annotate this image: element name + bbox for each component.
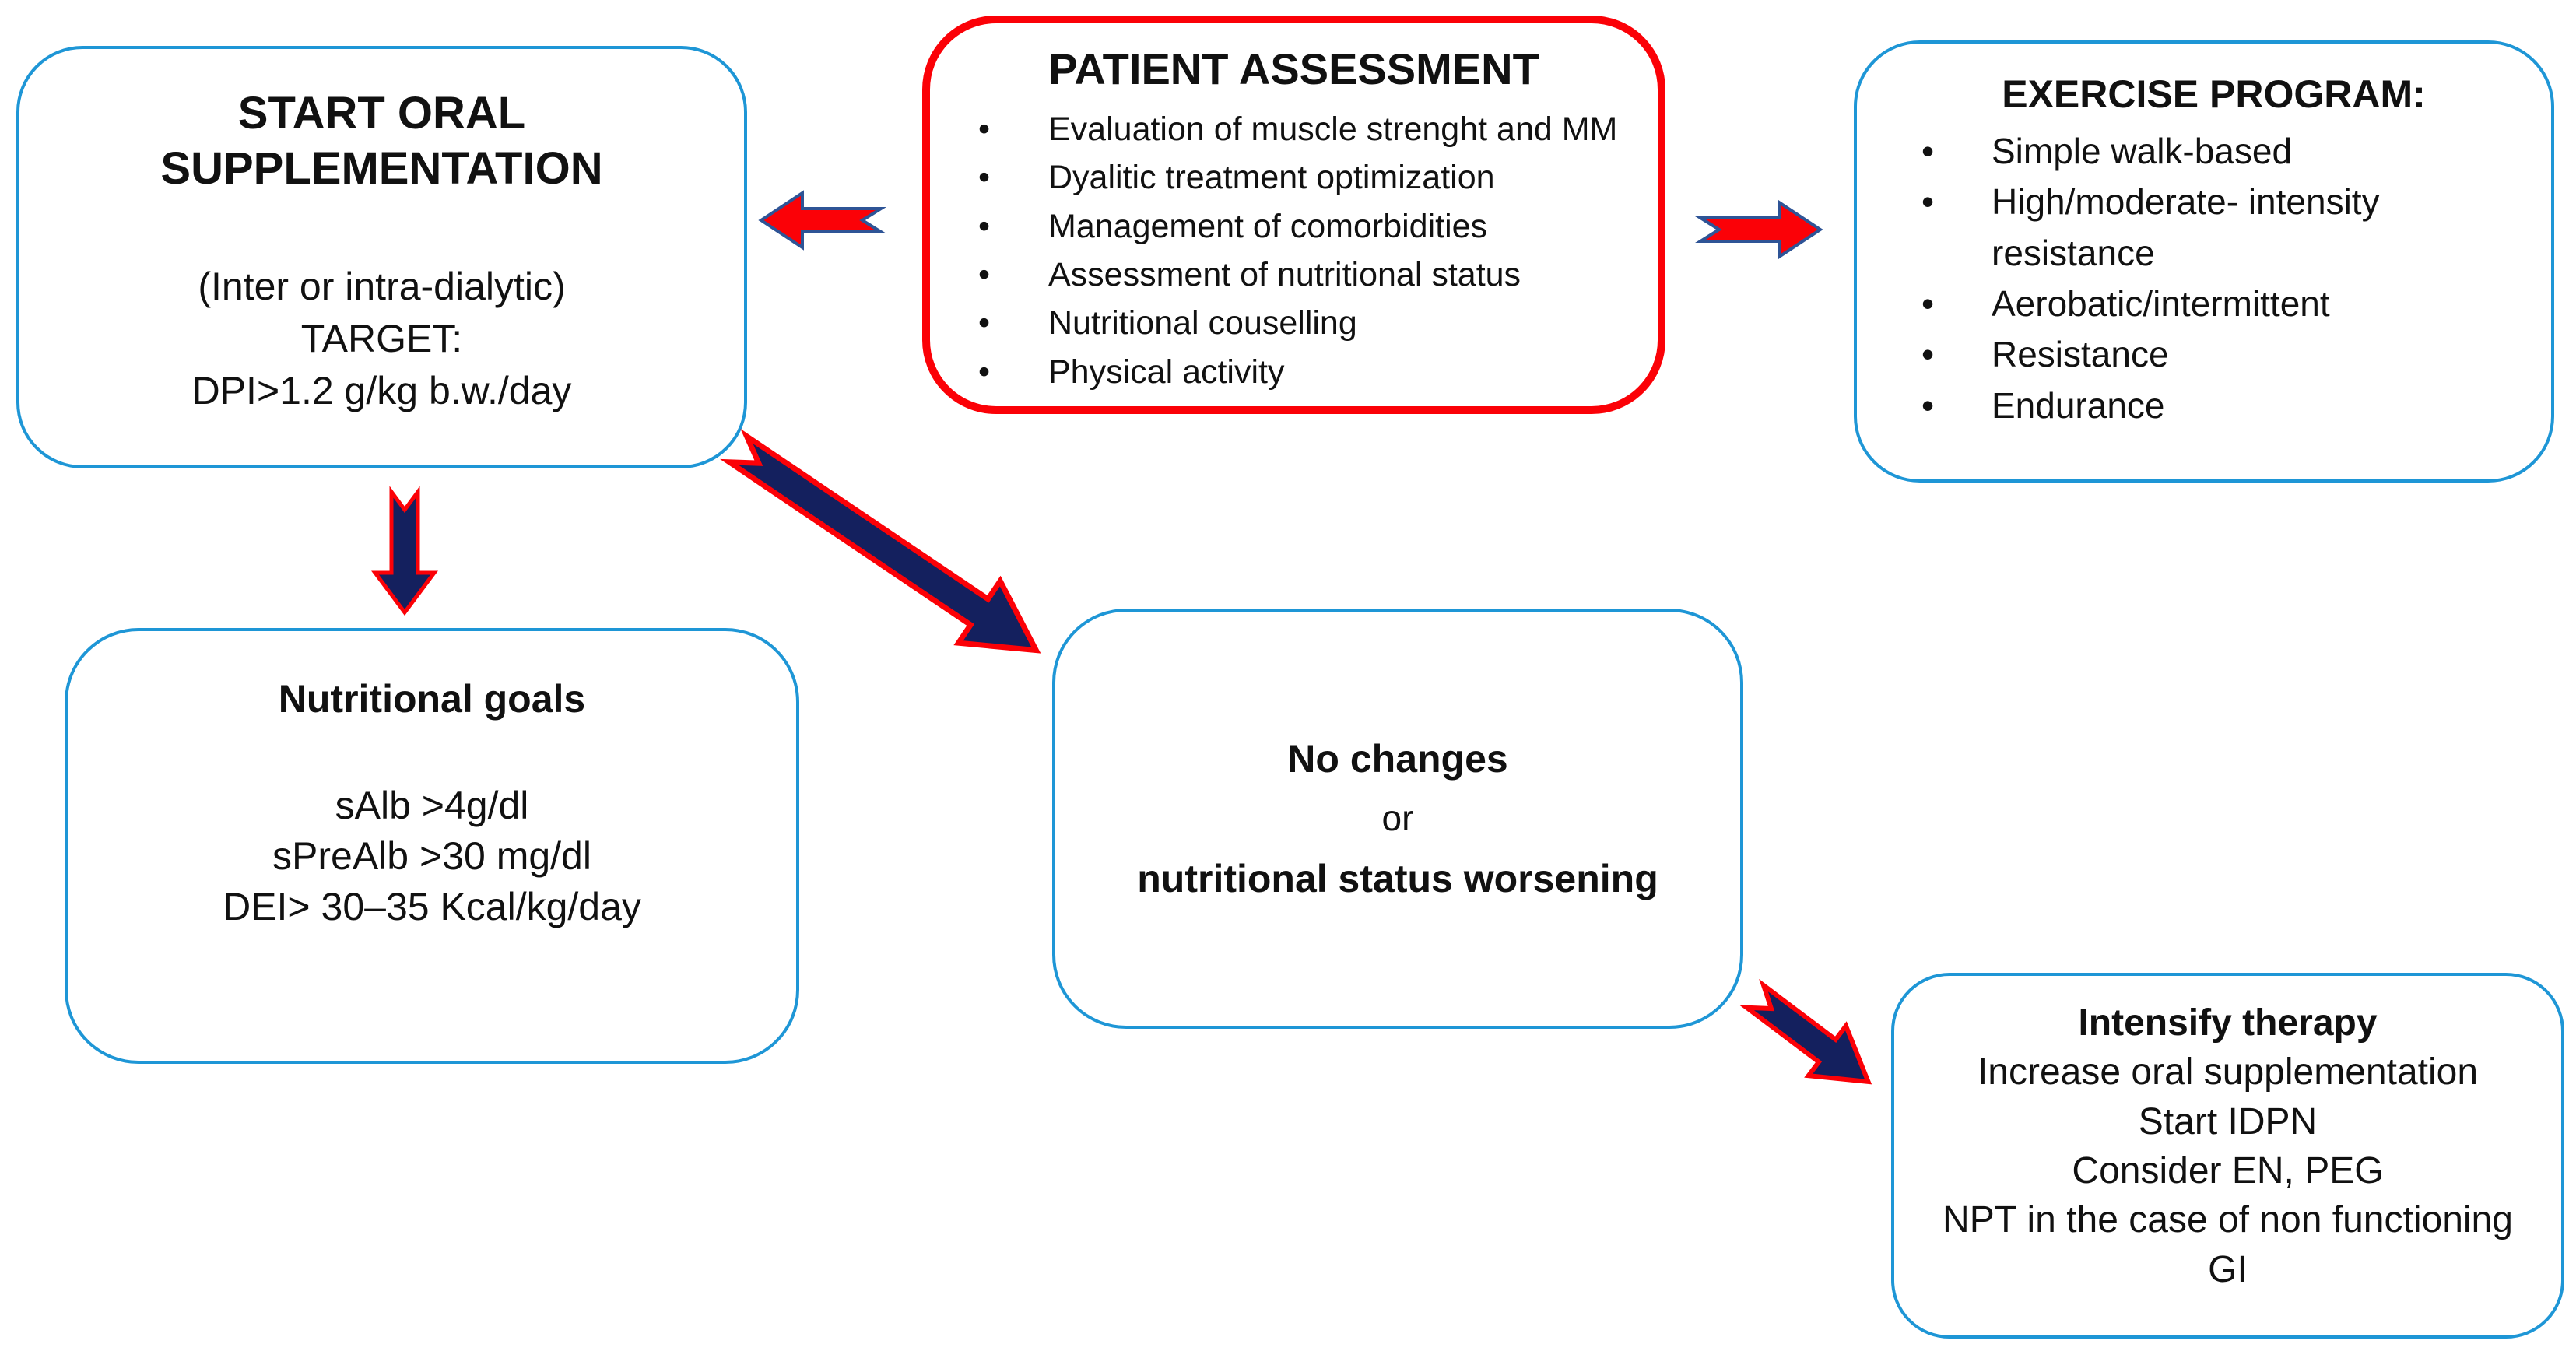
bullet-item: Physical activity (961, 348, 1627, 397)
exercise-program-box: EXERCISE PROGRAM: Simple walk-basedHigh/… (1854, 40, 2554, 482)
bullet-item: Evaluation of muscle strenght and MM (961, 105, 1627, 154)
box-title: Nutritional goals (278, 677, 586, 721)
text-line: Increase oral supplementation (1977, 1051, 2479, 1093)
nutritional-goals-box: Nutritional goals sAlb >4g/dl sPreAlb >30… (65, 628, 799, 1064)
exercise-bullet-list: Simple walk-basedHigh/moderate- intensit… (1900, 126, 2528, 431)
text-line: (Inter or intra-dialytic) (198, 264, 566, 308)
text-line: DPI>1.2 g/kg b.w./day (191, 368, 572, 412)
text-line: Start IDPN (2138, 1100, 2318, 1142)
box-title: Intensify therapy (2078, 1002, 2378, 1044)
assessment-bullet-list: Evaluation of muscle strenght and MMDyal… (961, 105, 1627, 396)
arrow-right-icon (1695, 199, 1823, 260)
text-line: No changes (1287, 737, 1508, 781)
box-title: EXERCISE PROGRAM: (2002, 72, 2426, 116)
patient-assessment-box: PATIENT ASSESSMENT Evaluation of muscle … (922, 16, 1665, 414)
text-line: NPT in the case of non functioning GI (1943, 1199, 2513, 1290)
text-line: DEI> 30–35 Kcal/kg/day (223, 885, 641, 928)
title-line: SUPPLEMENTATION (160, 142, 603, 194)
box-title: START ORAL SUPPLEMENTATION (19, 86, 744, 197)
text-line: sAlb >4g/dl (335, 784, 529, 827)
bullet-item: Dyalitic treatment optimization (961, 153, 1627, 202)
arrow-left-icon (758, 190, 886, 251)
bullet-item: Endurance (1900, 381, 2528, 432)
bullet-item: Assessment of nutritional status (961, 251, 1627, 300)
arrow-diagonal-long-icon (720, 428, 1041, 654)
box-title: PATIENT ASSESSMENT (1048, 44, 1539, 93)
arrow-diagonal-short-icon (1739, 978, 1872, 1085)
text-line: Consider EN, PEG (2072, 1150, 2384, 1192)
bullet-item: Resistance (1900, 329, 2528, 381)
no-changes-box: No changes or nutritional status worseni… (1052, 609, 1743, 1029)
bullet-item: Simple walk-based (1900, 126, 2528, 177)
text-line: sPreAlb >30 mg/dl (272, 834, 591, 878)
bullet-item: Management of comorbidities (961, 202, 1627, 251)
box-body: (Inter or intra-dialytic) TARGET: DPI>1.2 … (19, 261, 744, 417)
start-oral-supplementation-box: START ORAL SUPPLEMENTATION (Inter or int… (16, 46, 747, 468)
text-line: nutritional status worsening (1137, 856, 1658, 900)
text-line: or (1381, 798, 1414, 839)
intensify-therapy-box: Intensify therapy Increase oral suppleme… (1891, 973, 2564, 1339)
arrow-down-icon (371, 486, 438, 616)
bullet-item: Aerobatic/intermittent (1900, 279, 2528, 330)
bullet-item: Nutritional couselling (961, 299, 1627, 348)
title-line: START ORAL (237, 88, 526, 139)
bullet-item: High/moderate- intensity resistance (1900, 177, 2528, 279)
text-line: TARGET: (300, 316, 463, 360)
